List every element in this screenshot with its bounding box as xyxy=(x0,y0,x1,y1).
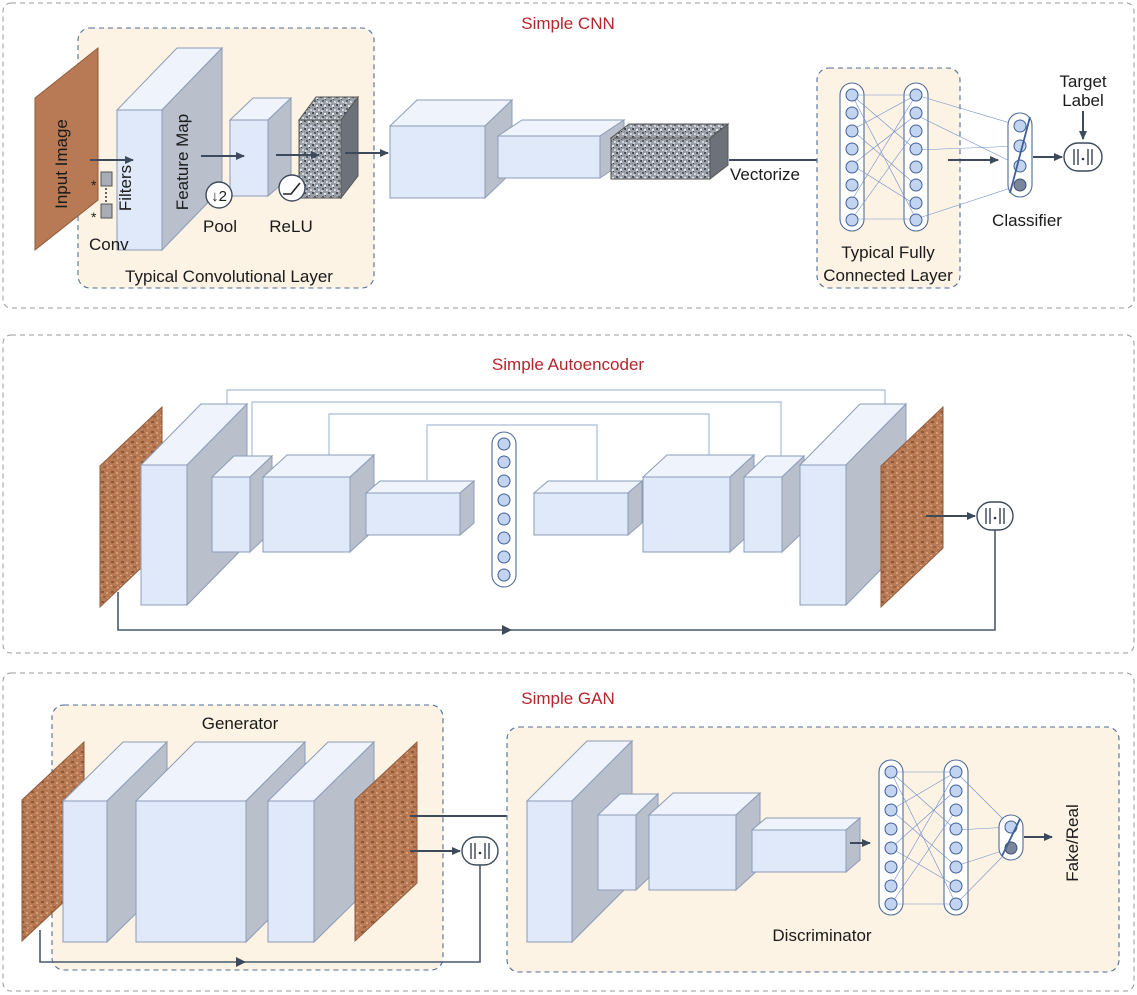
svg-text:↓2: ↓2 xyxy=(211,188,227,205)
gen-block-3 xyxy=(266,740,376,944)
panel-simple-autoencoder: Simple Autoencoder xyxy=(2,334,1135,654)
fc-label-line2: Connected Layer xyxy=(823,266,953,285)
ae-decoder-block-2 xyxy=(641,453,756,554)
svg-text:*: * xyxy=(91,209,97,225)
disc-nodes-left xyxy=(884,765,898,911)
pooled-block xyxy=(228,96,293,198)
classifier xyxy=(1007,112,1033,198)
fake-real-label: Fake/Real xyxy=(1063,804,1082,881)
fc-label-line1: Typical Fully xyxy=(841,243,935,262)
disc-block-3 xyxy=(647,791,762,892)
fc-nodes-left xyxy=(845,88,859,227)
conv-block-4-textured xyxy=(609,122,730,181)
fc-nodes-right xyxy=(909,88,923,227)
ae-encoder-block-3 xyxy=(261,453,376,554)
filters-label: Filters xyxy=(116,165,135,211)
norm-icon xyxy=(461,836,499,866)
disc-output xyxy=(998,814,1024,861)
panel-simple-cnn: Simple CNN Input Image Filters Feature M… xyxy=(2,2,1135,309)
disc-block-4 xyxy=(750,816,862,874)
classifier-label: Classifier xyxy=(992,211,1062,230)
ae-latent-vector xyxy=(491,431,517,588)
gan-generated-image xyxy=(354,740,418,943)
feature-map-label: Feature Map xyxy=(173,114,192,210)
ae-decoder-block-3 xyxy=(742,454,806,554)
pool-icon: ↓2 xyxy=(205,181,233,209)
target-label-line1: Target xyxy=(1059,72,1107,91)
conv-label: Conv xyxy=(89,235,129,254)
panel-title-cnn: Simple CNN xyxy=(521,14,615,33)
discriminator-label: Discriminator xyxy=(772,926,872,945)
panel-title-autoencoder: Simple Autoencoder xyxy=(492,355,644,374)
disc-block-1 xyxy=(525,739,634,944)
generator-label: Generator xyxy=(202,714,279,733)
disc-nodes-right xyxy=(949,765,963,911)
sigmoid-icon xyxy=(1001,818,1021,857)
ae-encoder-block-4 xyxy=(364,479,476,537)
input-image: Input Image xyxy=(34,46,99,252)
target-label-line2: Label xyxy=(1062,91,1104,110)
sigmoid-icon xyxy=(1009,116,1031,194)
conv-layer-label: Typical Convolutional Layer xyxy=(125,267,333,286)
pool-label: Pool xyxy=(203,217,237,236)
norm-icon xyxy=(976,501,1014,531)
ae-output-image xyxy=(880,405,944,609)
conv-block-2 xyxy=(388,98,514,200)
skip-connections xyxy=(226,389,886,480)
panel-title-gan: Simple GAN xyxy=(521,689,615,708)
disc-fc-connections xyxy=(890,771,1012,905)
conv-block-3 xyxy=(496,119,626,179)
svg-text:*: * xyxy=(91,177,97,193)
ae-decoder-block-1 xyxy=(532,479,644,537)
norm-icon xyxy=(1063,142,1103,172)
relu-icon xyxy=(278,174,306,202)
relu-block xyxy=(298,95,359,200)
input-image-label: Input Image xyxy=(52,119,71,209)
panel-simple-gan: Simple GAN Generator xyxy=(2,672,1135,992)
vectorize-label: Vectorize xyxy=(730,165,800,184)
filter-icon: * * xyxy=(91,171,113,225)
relu-label: ReLU xyxy=(269,217,312,236)
fc-connections xyxy=(851,94,1021,220)
